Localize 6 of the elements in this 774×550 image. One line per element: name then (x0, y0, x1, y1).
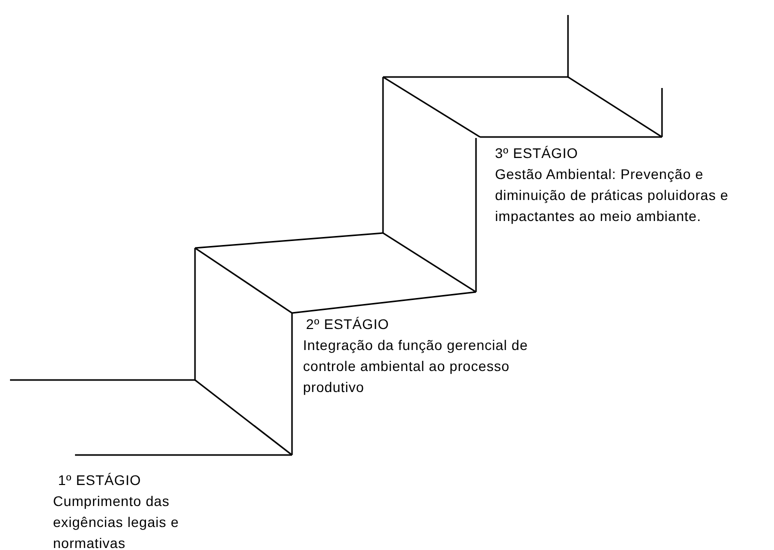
stage-description: Integração da função gerencial de controle ambiental ao processo produtivo (303, 336, 529, 397)
stage-heading: 3º ESTÁGIO (495, 144, 578, 163)
stage-heading: 2º ESTÁGIO (306, 315, 390, 334)
stage-description: Cumprimento das exigências legais e normativas (53, 492, 180, 550)
stage-heading: 1º ESTÁGIO (58, 471, 142, 490)
stage-description: Gestão Ambiental: Prevenção e diminuição de práticas poluidoras e impactantes ao meio ambiante. (495, 165, 730, 226)
